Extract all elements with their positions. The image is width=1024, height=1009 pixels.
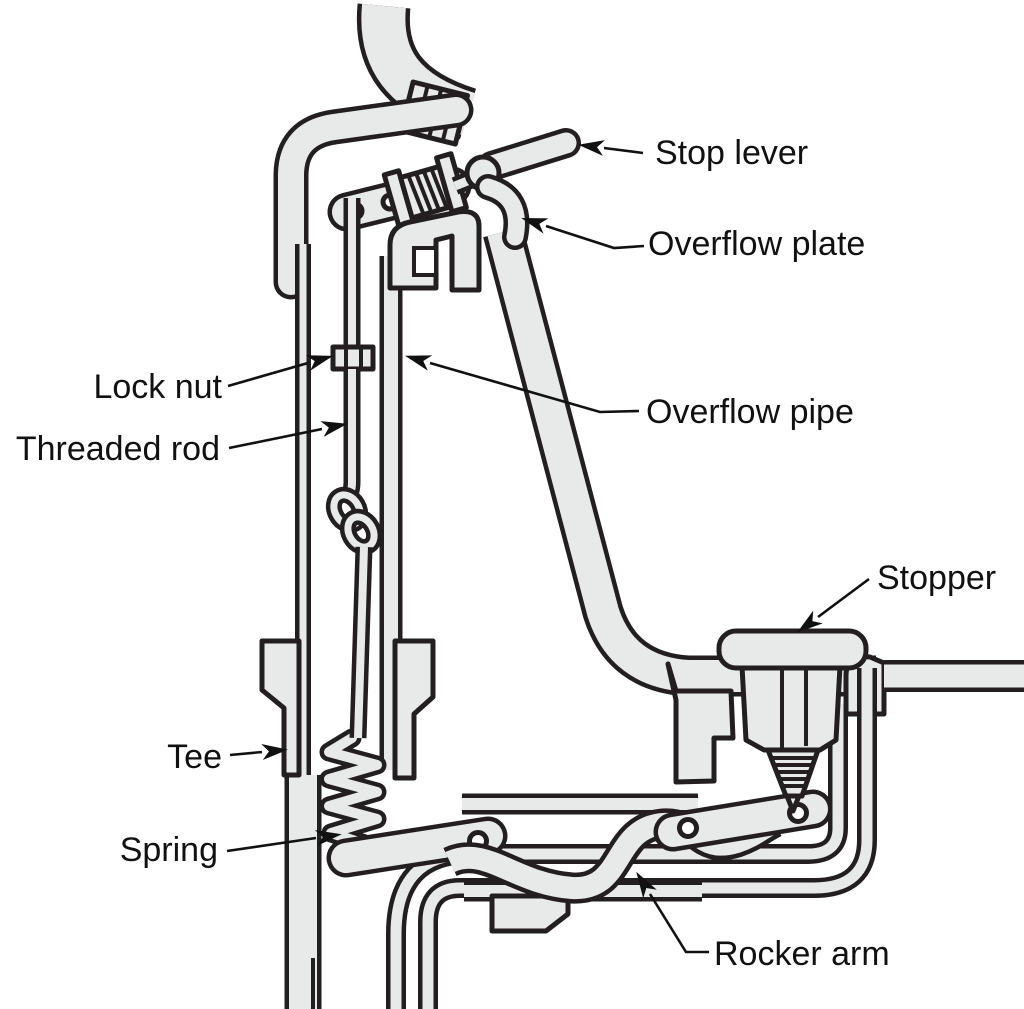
stopper-cap: [716, 628, 869, 671]
stopper-thread-lines: [770, 756, 816, 788]
leader-threaded-rod: [228, 421, 348, 450]
label-tee: Tee: [167, 738, 222, 776]
leader-stop-lever: [578, 140, 644, 156]
stopper-group: [716, 628, 869, 814]
tee-group: [259, 638, 436, 1009]
labels: Stop lever Overflow plate Lock nut Threa…: [16, 134, 996, 973]
leader-overflow-pipe: [405, 355, 640, 414]
tee-left: [259, 638, 302, 778]
label-threaded-rod: Threaded rod: [16, 430, 220, 468]
label-stop-lever: Stop lever: [655, 134, 808, 172]
linkage-group: [319, 728, 833, 904]
label-spring: Spring: [120, 831, 218, 869]
label-rocker-arm: Rocker arm: [714, 935, 890, 973]
adjuster-collar: [381, 151, 469, 230]
leader-tee: [229, 744, 288, 760]
stopper-body-lines: [780, 666, 808, 748]
left-link-bar: [331, 821, 503, 873]
leader-lines: [226, 140, 870, 954]
head-arm: [278, 97, 469, 295]
rod-group: [325, 198, 383, 739]
lock-nut-facets: [344, 347, 363, 369]
drain-wall-outer: [422, 668, 873, 1009]
label-lock-nut: Lock nut: [93, 368, 222, 406]
overflow-run-pipe: [487, 227, 876, 692]
label-stopper: Stopper: [877, 559, 996, 597]
chain-link-lower: [344, 513, 378, 551]
stopper-body: [739, 663, 843, 753]
label-overflow-pipe: Overflow pipe: [646, 393, 854, 431]
right-link-hole-left: [677, 817, 699, 839]
bracket-notch: [412, 246, 438, 277]
leader-stopper: [797, 577, 870, 633]
leader-overflow-plate: [521, 217, 645, 250]
label-overflow-plate: Overflow plate: [648, 225, 865, 263]
stopper-tip: [784, 793, 802, 814]
leader-lock-nut: [227, 355, 333, 388]
overflow-head-group: [273, 3, 477, 300]
lower-rod: [354, 546, 368, 739]
tee-right: [392, 638, 436, 781]
leader-rocker-arm: [636, 871, 709, 954]
overflow-plate-part: [479, 178, 525, 246]
lock-nut-part: [330, 344, 376, 372]
leader-spring: [226, 830, 342, 853]
drain-shoe: [665, 661, 736, 785]
stop-lever-part: [481, 132, 577, 177]
rocker-arm-part: [445, 812, 780, 900]
